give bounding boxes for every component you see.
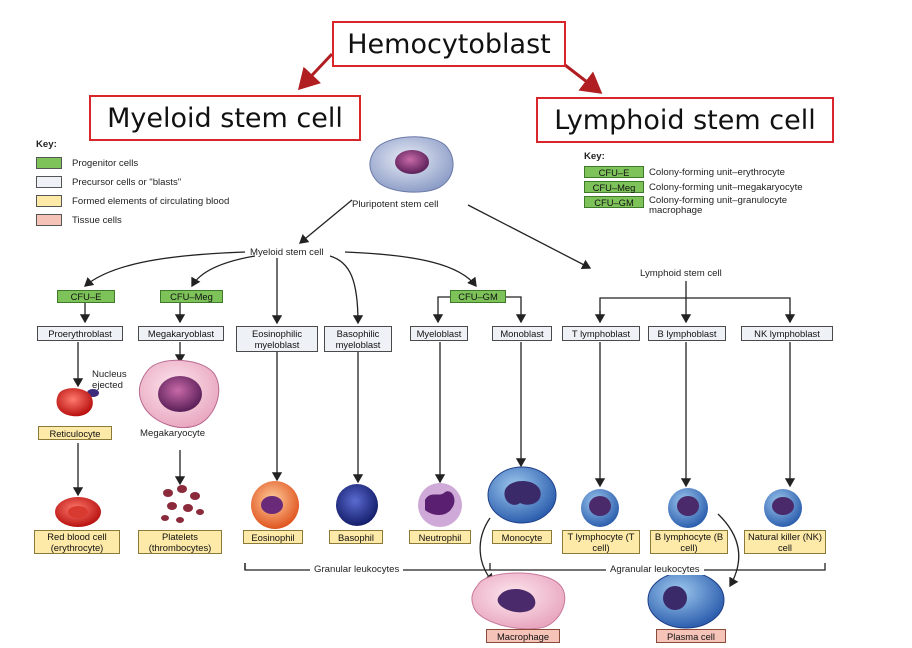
- myeloblast-box: Myeloblast: [410, 326, 468, 341]
- b-lymphocyte-box: B lymphocyte (B cell): [650, 530, 728, 554]
- key-swatch-precursor: [36, 176, 62, 188]
- agranular-leukocytes-label: Agranular leukocytes: [606, 564, 704, 575]
- macrophage-cell: [471, 572, 566, 630]
- monocyte-box: Monocyte: [492, 530, 552, 544]
- eosinophil-box: Eosinophil: [243, 530, 303, 544]
- myeloid-stem-cell-label: Myeloid stem cell: [89, 95, 361, 141]
- lymphoid-stem-cell-label: Lymphoid stem cell: [536, 97, 834, 143]
- key-code-cfu-meg: CFU–Meg: [584, 181, 644, 193]
- plasma-cell: [647, 571, 725, 629]
- key-title: Key:: [36, 139, 57, 150]
- pluripotent-stem-cell-label: Pluripotent stem cell: [352, 199, 439, 210]
- nk-cell: [764, 489, 802, 527]
- key-label: Formed elements of circulating blood: [72, 195, 230, 207]
- key-code-cfu-gm: CFU–GM: [584, 196, 644, 208]
- reticulocyte-box: Reticulocyte: [38, 426, 112, 440]
- key-label: Progenitor cells: [72, 157, 139, 169]
- b-lymphocyte-cell: [668, 488, 708, 528]
- nk-lymphoblast-box: NK lymphoblast: [741, 326, 833, 341]
- key-item: Progenitor cells: [36, 157, 229, 169]
- megakaryocyte-label: Megakaryocyte: [140, 428, 206, 439]
- key-swatch-formed-elements: [36, 195, 62, 207]
- basophilic-myeloblast-box: Basophilic myeloblast: [324, 326, 392, 352]
- key-label: Tissue cells: [72, 214, 122, 226]
- megakaryocyte-cell: [138, 359, 220, 428]
- platelets-cells: [161, 485, 204, 523]
- key-item: CFU–GM Colony-forming unit–granulocyte m…: [584, 196, 824, 216]
- t-lymphocyte-box: T lymphocyte (T cell): [562, 530, 640, 554]
- t-lymphoblast-box: T lymphoblast: [562, 326, 640, 341]
- cfu-e-box: CFU–E: [57, 290, 115, 303]
- eosinophilic-myeloblast-box: Eosinophilic myeloblast: [236, 326, 318, 352]
- nk-cell-box: Natural killer (NK) cell: [744, 530, 826, 554]
- myeloid-stem-cell-small-label: Myeloid stem cell: [250, 247, 324, 258]
- key-swatch-tissue: [36, 214, 62, 226]
- proerythroblast-box: Proerythroblast: [37, 326, 123, 341]
- key-title: Key:: [584, 151, 605, 162]
- basophil-cell: [336, 484, 378, 526]
- basophil-box: Basophil: [329, 530, 383, 544]
- key-item: Formed elements of circulating blood: [36, 195, 229, 207]
- key-desc: Colony-forming unit–granulocyte macropha…: [649, 195, 788, 216]
- cfu-gm-box: CFU–GM: [450, 290, 506, 303]
- eosinophil-cell: [251, 481, 299, 529]
- key-desc: Colony-forming unit–erythrocyte: [649, 166, 785, 178]
- key-item: Precursor cells or "blasts": [36, 176, 229, 188]
- hemocytoblast-label: Hemocytoblast: [332, 21, 566, 67]
- key-code-cfu-e: CFU–E: [584, 166, 644, 178]
- key-item: CFU–Meg Colony-forming unit–megakaryocyt…: [584, 181, 824, 193]
- key-desc: Colony-forming unit–megakaryocyte: [649, 181, 803, 193]
- b-lymphoblast-box: B lymphoblast: [648, 326, 726, 341]
- key-label: Precursor cells or "blasts": [72, 176, 182, 188]
- connector-lines: [72, 199, 826, 588]
- neutrophil-box: Neutrophil: [409, 530, 471, 544]
- key-item: CFU–E Colony-forming unit–erythrocyte: [584, 166, 824, 178]
- rbc-cell: [55, 497, 101, 527]
- rbc-box: Red blood cell (erythrocyte): [34, 530, 120, 554]
- cfu-meg-box: CFU–Meg: [160, 290, 223, 303]
- key-swatch-progenitor: [36, 157, 62, 169]
- key-legend-left: Key: Progenitor cells Precursor cells or…: [36, 139, 229, 226]
- header-arrows: [297, 52, 603, 94]
- key-item: Tissue cells: [36, 214, 229, 226]
- pluripotent-cell: [369, 136, 454, 193]
- monocyte-cell: [487, 466, 557, 524]
- key-legend-right: Key: CFU–E Colony-forming unit–erythrocy…: [584, 151, 824, 216]
- plasma-cell-box: Plasma cell: [656, 629, 726, 643]
- t-lymphocyte-cell: [581, 489, 619, 527]
- granular-leukocytes-label: Granular leukocytes: [310, 564, 404, 575]
- nucleus-ejected-label: Nucleus ejected: [92, 369, 127, 391]
- monoblast-box: Monoblast: [492, 326, 552, 341]
- neutrophil-cell: [418, 483, 462, 527]
- macrophage-box: Macrophage: [486, 629, 560, 643]
- reticulocyte-cell: [56, 388, 93, 417]
- lymphoid-stem-cell-small-label: Lymphoid stem cell: [640, 268, 722, 279]
- platelets-box: Platelets (thrombocytes): [138, 530, 222, 554]
- megakaryoblast-box: Megakaryoblast: [138, 326, 224, 341]
